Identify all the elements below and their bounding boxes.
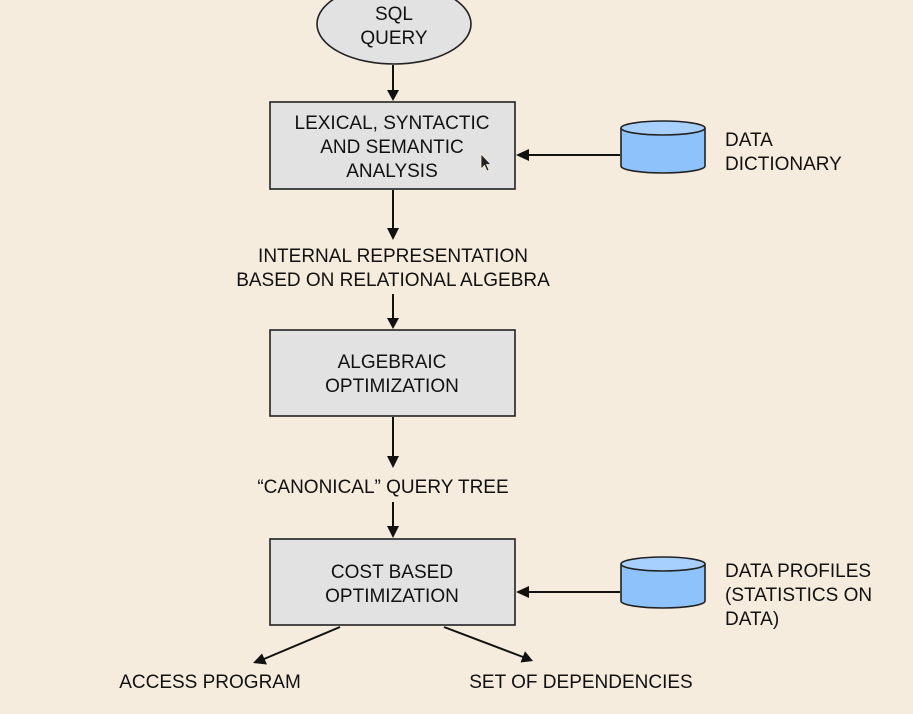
dependencies-text: SET OF DEPENDENCIES bbox=[469, 672, 692, 693]
data-profiles-line-3: DATA) bbox=[725, 609, 779, 630]
internal-representation-label: INTERNAL REPRESENTATION BASED ON RELATIO… bbox=[236, 246, 550, 291]
sql-query-line-1: SQL bbox=[375, 4, 413, 25]
algebraic-line-2: OPTIMIZATION bbox=[325, 376, 459, 397]
lexical-analysis-node: LEXICAL, SYNTACTIC AND SEMANTIC ANALYSIS bbox=[269, 101, 516, 190]
access-program-label: ACCESS PROGRAM bbox=[119, 672, 301, 693]
lexical-line-2: AND SEMANTIC bbox=[320, 137, 464, 158]
arrow-algebraic-to-canonical bbox=[387, 417, 399, 468]
cost-based-line-1: COST BASED bbox=[331, 562, 453, 583]
data-dictionary-line-2: DICTIONARY bbox=[725, 154, 842, 175]
data-profiles-line-1: DATA PROFILES bbox=[725, 561, 871, 582]
set-of-dependencies-label: SET OF DEPENDENCIES bbox=[469, 672, 692, 693]
sql-query-node: SQL QUERY bbox=[316, 0, 472, 65]
arrow-cost-to-access-program bbox=[253, 626, 341, 665]
arrow-cost-to-dependencies bbox=[443, 626, 533, 663]
arrow-query-to-lexical bbox=[387, 65, 399, 101]
arrow-profiles-to-cost bbox=[516, 586, 620, 598]
lexical-line-3: ANALYSIS bbox=[346, 161, 438, 182]
lexical-line-1: LEXICAL, SYNTACTIC bbox=[295, 113, 490, 134]
data-dictionary-line-1: DATA bbox=[725, 130, 773, 151]
internal-rep-line-1: INTERNAL REPRESENTATION bbox=[258, 246, 528, 267]
data-profiles-line-2: (STATISTICS ON bbox=[725, 585, 872, 606]
access-program-text: ACCESS PROGRAM bbox=[119, 672, 301, 693]
arrow-dictionary-to-lexical bbox=[516, 149, 620, 161]
data-profiles-database-icon bbox=[620, 556, 706, 609]
cost-based-line-2: OPTIMIZATION bbox=[325, 586, 459, 607]
arrow-canonical-to-cost bbox=[387, 502, 399, 538]
algebraic-optimization-node: ALGEBRAIC OPTIMIZATION bbox=[269, 329, 516, 417]
sql-query-line-2: QUERY bbox=[360, 28, 428, 49]
canonical-query-tree-label: “CANONICAL” QUERY TREE bbox=[257, 477, 508, 498]
data-profiles-label: DATA PROFILES (STATISTICS ON DATA) bbox=[725, 561, 872, 630]
canonical-line-1: “CANONICAL” QUERY TREE bbox=[257, 477, 508, 498]
arrow-lexical-to-internal bbox=[387, 190, 399, 240]
arrow-internal-to-algebraic bbox=[387, 294, 399, 329]
data-dictionary-database-icon bbox=[620, 120, 706, 174]
algebraic-line-1: ALGEBRAIC bbox=[338, 352, 447, 373]
cost-based-optimization-node: COST BASED OPTIMIZATION bbox=[269, 538, 516, 626]
internal-rep-line-2: BASED ON RELATIONAL ALGEBRA bbox=[236, 270, 550, 291]
data-dictionary-label: DATA DICTIONARY bbox=[725, 130, 842, 175]
mouse-cursor-icon bbox=[480, 153, 492, 172]
